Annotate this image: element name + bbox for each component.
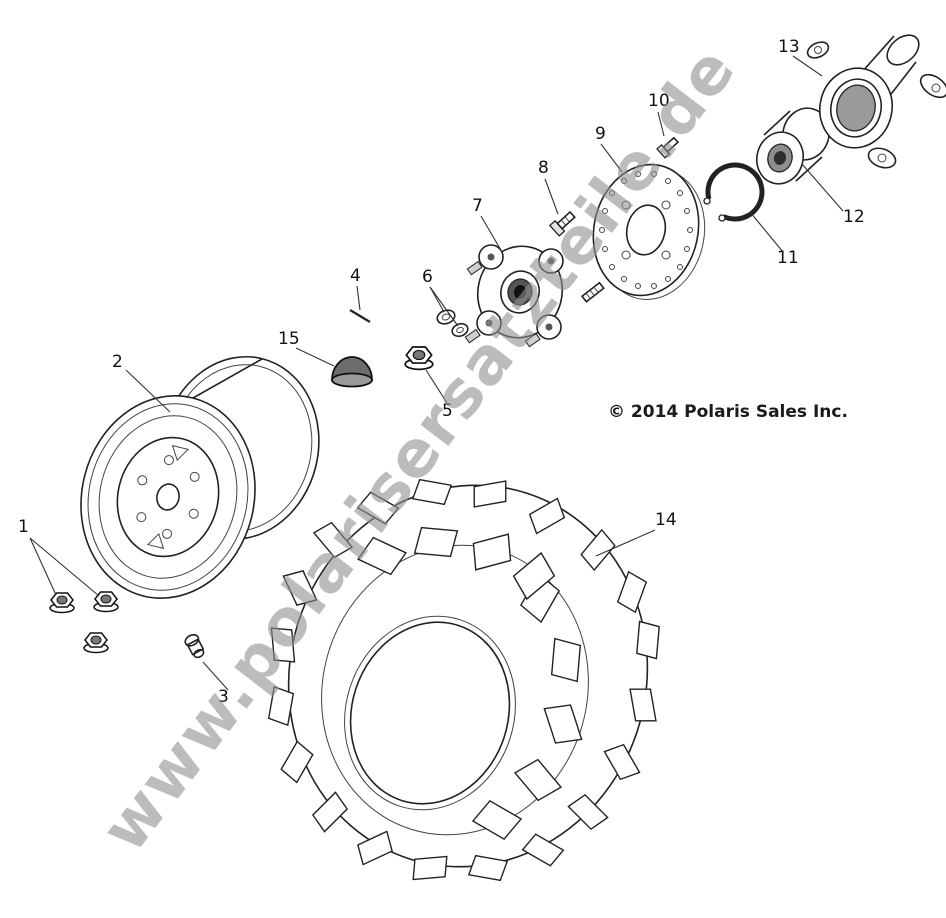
tread-block <box>521 833 565 867</box>
tread-block <box>412 855 448 881</box>
callout-5-label: 5 <box>442 401 453 421</box>
valve-stem <box>184 633 205 659</box>
callout-7-label: 7 <box>472 196 483 216</box>
spindle-nut <box>404 346 434 371</box>
tread-block <box>513 758 563 802</box>
tread-block <box>472 533 512 571</box>
tread-block <box>550 637 582 683</box>
callout-15-label: 15 <box>278 329 300 349</box>
lug-nuts <box>49 591 119 654</box>
tread-block <box>616 570 648 614</box>
bolt-10 <box>656 136 680 159</box>
lug-nut <box>49 592 75 614</box>
wheel-hub <box>464 244 564 348</box>
cotter-pin <box>349 309 371 323</box>
tread-block <box>629 688 657 722</box>
callout-8-label: 8 <box>538 158 549 178</box>
tread-block <box>512 551 556 601</box>
tread-block <box>270 627 296 663</box>
tread-block <box>411 478 453 506</box>
tread-block <box>267 685 295 727</box>
callouts: 1 2 3 4 5 6 7 8 9 10 11 12 13 14 15 <box>18 37 865 707</box>
tread-block <box>356 491 400 525</box>
copyright-notice: © 2014 Polaris Sales Inc. <box>608 402 848 422</box>
tread-block <box>357 830 393 866</box>
callout-14-label: 14 <box>655 510 677 530</box>
tread-block <box>473 480 507 508</box>
tread-block <box>282 570 318 606</box>
tread-block <box>280 740 314 784</box>
tread-block <box>471 799 523 841</box>
callout-2-label: 2 <box>112 352 123 372</box>
tire <box>287 484 649 868</box>
callout-1-label: 1 <box>18 517 29 537</box>
wheel-stud <box>580 281 605 303</box>
lug-nut <box>83 632 109 654</box>
tread-block <box>543 704 583 744</box>
tread-block <box>567 793 609 831</box>
brake-disc <box>592 163 706 300</box>
leader-lines <box>29 55 844 691</box>
callout-11-label: 11 <box>777 248 799 268</box>
tread-block <box>312 521 354 559</box>
tire-tread-blocks <box>267 478 660 882</box>
tread-block <box>467 854 509 882</box>
snap-ring <box>703 162 765 222</box>
callout-6-label: 6 <box>422 267 433 287</box>
callout-3-label: 3 <box>218 687 229 707</box>
callout-9-label: 9 <box>595 124 606 144</box>
bearing-carrier <box>806 34 946 169</box>
tread-block <box>528 497 566 535</box>
washers <box>436 309 469 338</box>
tread-block <box>636 620 660 660</box>
callout-13-label: 13 <box>778 37 800 57</box>
tread-block <box>311 791 349 833</box>
tread-block <box>413 526 459 558</box>
callout-10-label: 10 <box>648 91 670 111</box>
bolt-8 <box>548 210 576 237</box>
bearing <box>755 107 831 185</box>
hub-cap <box>331 356 373 388</box>
wheel-rim <box>80 355 320 599</box>
tread-block <box>580 528 616 572</box>
tread-block <box>357 536 407 576</box>
callout-12-label: 12 <box>843 207 865 227</box>
tread-block <box>603 743 641 781</box>
callout-4-label: 4 <box>350 266 361 286</box>
